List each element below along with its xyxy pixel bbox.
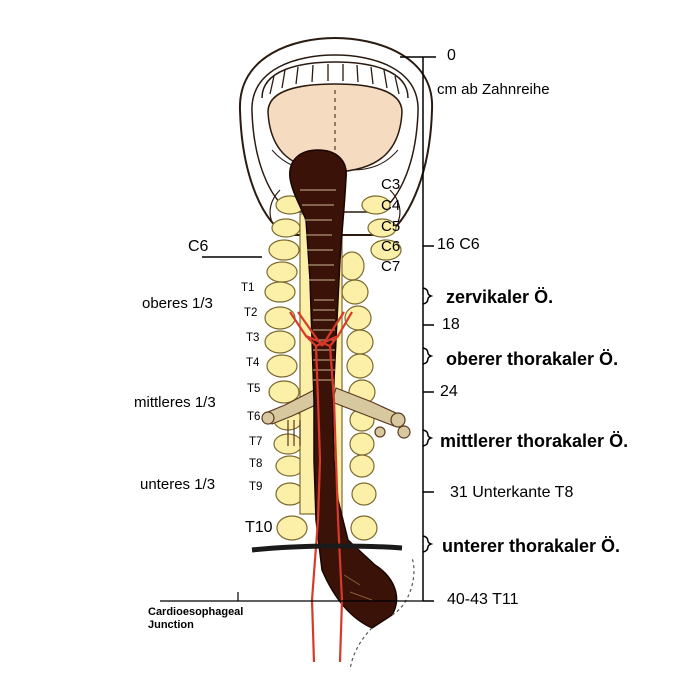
junction-label-line-1: Cardioesophageal [148, 606, 244, 618]
vertebra-t3: T3 [246, 332, 260, 344]
vertebra-t2: T2 [244, 307, 258, 319]
c6-level-label: C6 [188, 238, 209, 255]
vertebra-c5: C5 [381, 218, 401, 235]
ruler-mark-18: 18 [442, 316, 460, 333]
vertebra-t4: T4 [246, 357, 260, 369]
ruler-mark-31: 31 Unterkante T8 [450, 484, 574, 501]
ruler-mark-40-43: 40-43 T11 [447, 591, 519, 608]
third-middle: mittleres 1/3 [134, 394, 216, 411]
depth-ruler [400, 56, 436, 602]
vertebra-t6: T6 [247, 411, 261, 423]
junction-label: Cardioesophageal Junction [148, 606, 243, 632]
junction-label-line-2: Junction [148, 619, 194, 631]
diaphragm-line [251, 543, 403, 553]
vertebra-t7: T7 [249, 436, 263, 448]
segment-cervical: zervikaler Ö. [446, 287, 554, 307]
vertebra-t10: T10 [245, 519, 273, 536]
junction-marker [160, 592, 423, 602]
segment-upper-thoracic: oberer thorakaler Ö. [446, 349, 619, 369]
segment-braces [422, 287, 434, 553]
vertebra-t1: T1 [241, 282, 255, 294]
ruler-mark-24: 24 [440, 383, 458, 400]
esophagus-illustration [289, 149, 415, 671]
vertebra-t9: T9 [249, 481, 263, 493]
vertebra-t5: T5 [247, 383, 261, 395]
third-upper: oberes 1/3 [142, 295, 213, 312]
third-lower: unteres 1/3 [140, 476, 216, 493]
vertebra-c6: C6 [381, 238, 401, 255]
vertebra-t8: T8 [249, 458, 263, 470]
vagus-nerves-illustration [289, 311, 353, 663]
segment-lower-thoracic: unterer thorakaler Ö. [442, 536, 621, 556]
vertebra-c7: C7 [381, 258, 401, 275]
vertebra-c4: C4 [381, 197, 401, 214]
vertebra-c3: C3 [381, 176, 401, 193]
segment-middle-thoracic: mittlerer thorakaler Ö. [440, 431, 629, 451]
ruler-unit-label: cm ab Zahnreihe [437, 81, 550, 98]
ruler-mark-16: 16 C6 [437, 236, 480, 253]
ruler-start-mark: 0 [447, 47, 456, 64]
